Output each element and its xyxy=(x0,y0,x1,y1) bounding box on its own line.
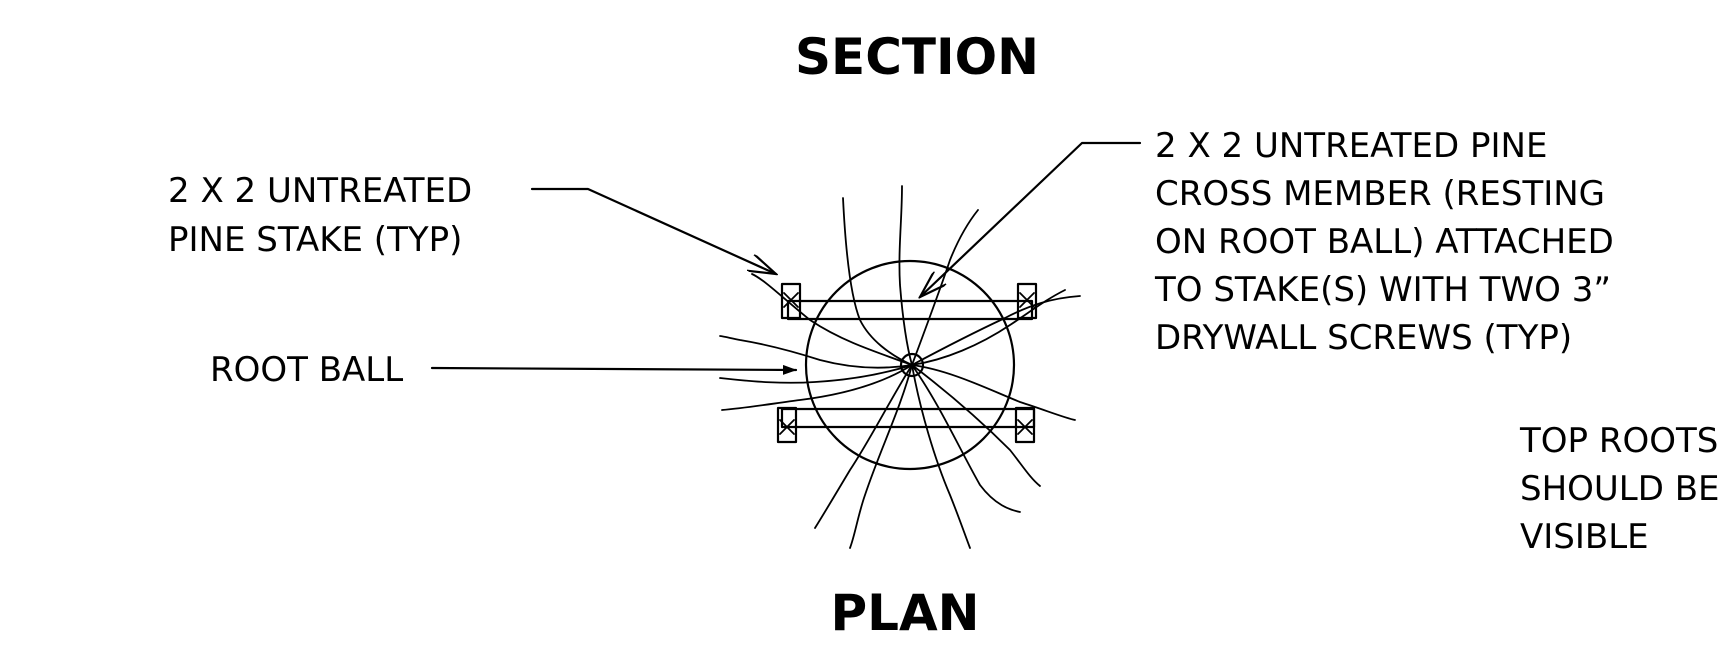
section-title: SECTION xyxy=(795,28,1039,86)
cross-member-line-2: CROSS MEMBER (RESTING xyxy=(1155,174,1605,214)
top-roots-line-3: VISIBLE xyxy=(1520,517,1649,557)
root-ball-label: ROOT BALL xyxy=(210,350,403,390)
top-roots-line-1: TOP ROOTS xyxy=(1519,421,1718,461)
stake-top-right xyxy=(1016,282,1038,320)
stake-callout: 2 X 2 UNTREATED PINE STAKE (TYP) xyxy=(168,171,776,274)
stake-bottom-right xyxy=(1014,406,1036,444)
stake-callout-line-2: PINE STAKE (TYP) xyxy=(168,220,462,260)
upper-cross-member xyxy=(786,299,1034,321)
cross-member-leader-line xyxy=(920,141,1142,297)
root-ball-callout: ROOT BALL xyxy=(210,350,798,390)
cross-member-line-1: 2 X 2 UNTREATED PINE xyxy=(1155,126,1547,166)
cross-member-callout: 2 X 2 UNTREATED PINE CROSS MEMBER (RESTI… xyxy=(920,126,1614,358)
top-roots-note: TOP ROOTS SHOULD BE VISIBLE xyxy=(1519,421,1720,557)
cross-member-line-4: TO STAKE(S) WITH TWO 3” xyxy=(1154,270,1611,310)
root-ball-circle xyxy=(804,259,1016,471)
plan-title: PLAN xyxy=(830,584,979,642)
stake-top-left xyxy=(780,282,802,320)
plan-view-graphic xyxy=(719,185,1081,549)
cross-member-line-5: DRYWALL SCREWS (TYP) xyxy=(1155,318,1572,358)
stake-leader-line xyxy=(530,187,776,274)
cross-member-line-3: ON ROOT BALL) ATTACHED xyxy=(1155,222,1614,262)
top-roots-line-2: SHOULD BE xyxy=(1520,469,1720,509)
roots xyxy=(719,185,1081,549)
trunk-circle xyxy=(899,352,925,378)
root-ball-leader-line xyxy=(430,364,798,375)
stake-callout-line-1: 2 X 2 UNTREATED xyxy=(168,171,472,211)
stake-bottom-left xyxy=(776,406,798,444)
